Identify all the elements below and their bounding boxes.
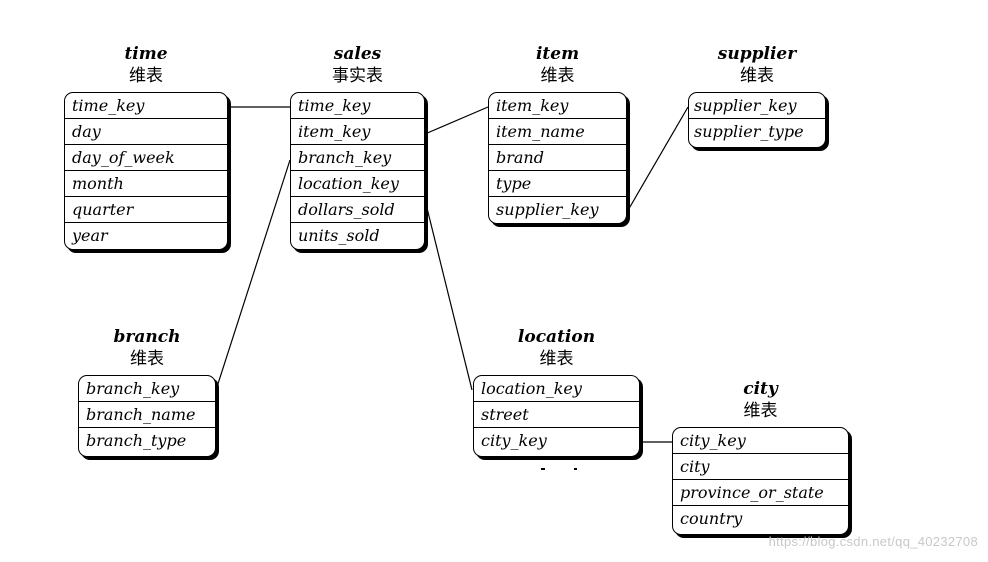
fields-box: location_key street city_key	[473, 375, 640, 457]
field-row: brand	[489, 145, 626, 171]
table-title: supplier	[717, 44, 797, 64]
field-row: province_or_state	[673, 480, 848, 506]
fields-box: city_key city province_or_state country	[672, 427, 849, 535]
field-row: supplier_type	[694, 122, 804, 141]
link-sales-item	[424, 106, 489, 135]
field-row: units_sold	[298, 226, 380, 245]
field-row: item_key	[291, 119, 424, 145]
field-row: supplier_key	[496, 200, 599, 219]
field-row: city_key	[481, 431, 547, 450]
link-sales-location	[424, 199, 473, 391]
field-row: item_key	[489, 93, 626, 119]
field-row: branch_key	[79, 376, 215, 402]
field-row: dollars_sold	[291, 197, 424, 223]
field-row: country	[680, 509, 743, 528]
fields-box: time_key day day_of_week month quarter y…	[64, 92, 228, 250]
table-title: time	[124, 44, 168, 64]
link-item-supplier	[626, 106, 689, 213]
link-sales-branch	[215, 159, 291, 391]
fields-box: branch_key branch_name branch_type	[78, 375, 216, 457]
table-subtitle: 事实表	[332, 66, 383, 86]
field-row: branch_key	[291, 145, 424, 171]
field-row: city	[673, 454, 848, 480]
table-subtitle: 维表	[130, 349, 164, 369]
table-title: location	[517, 327, 596, 347]
field-row: day	[65, 119, 227, 145]
field-row: month	[65, 171, 227, 197]
table-subtitle: 维表	[129, 66, 163, 86]
fields-box: supplier_key supplier_type	[688, 92, 826, 148]
table-subtitle: 维表	[743, 401, 778, 421]
field-row: day_of_week	[65, 145, 227, 171]
field-row: city_key	[673, 428, 848, 454]
field-row: location_key	[291, 171, 424, 197]
field-row: street	[474, 402, 639, 428]
fields-box: time_key item_key branch_key location_ke…	[290, 92, 425, 250]
field-row: quarter	[65, 197, 227, 223]
field-row: time_key	[65, 93, 227, 119]
table-subtitle: 维表	[540, 66, 575, 86]
table-title: branch	[113, 327, 181, 347]
field-row: location_key	[474, 376, 639, 402]
field-row: item_name	[489, 119, 626, 145]
field-row: time_key	[291, 93, 424, 119]
fields-box: item_key item_name brand type supplier_k…	[488, 92, 627, 224]
table-subtitle: 维表	[539, 349, 574, 369]
field-row: supplier_key	[689, 93, 825, 119]
field-row: year	[72, 226, 108, 245]
watermark: https://blog.csdn.net/qq_40232708	[768, 534, 978, 549]
table-title: city	[743, 379, 778, 399]
field-row: branch_name	[79, 402, 215, 428]
field-row: branch_type	[86, 431, 187, 450]
table-subtitle: 维表	[740, 66, 774, 86]
field-row: type	[489, 171, 626, 197]
table-title: item	[535, 44, 580, 64]
table-title: sales	[333, 44, 382, 64]
